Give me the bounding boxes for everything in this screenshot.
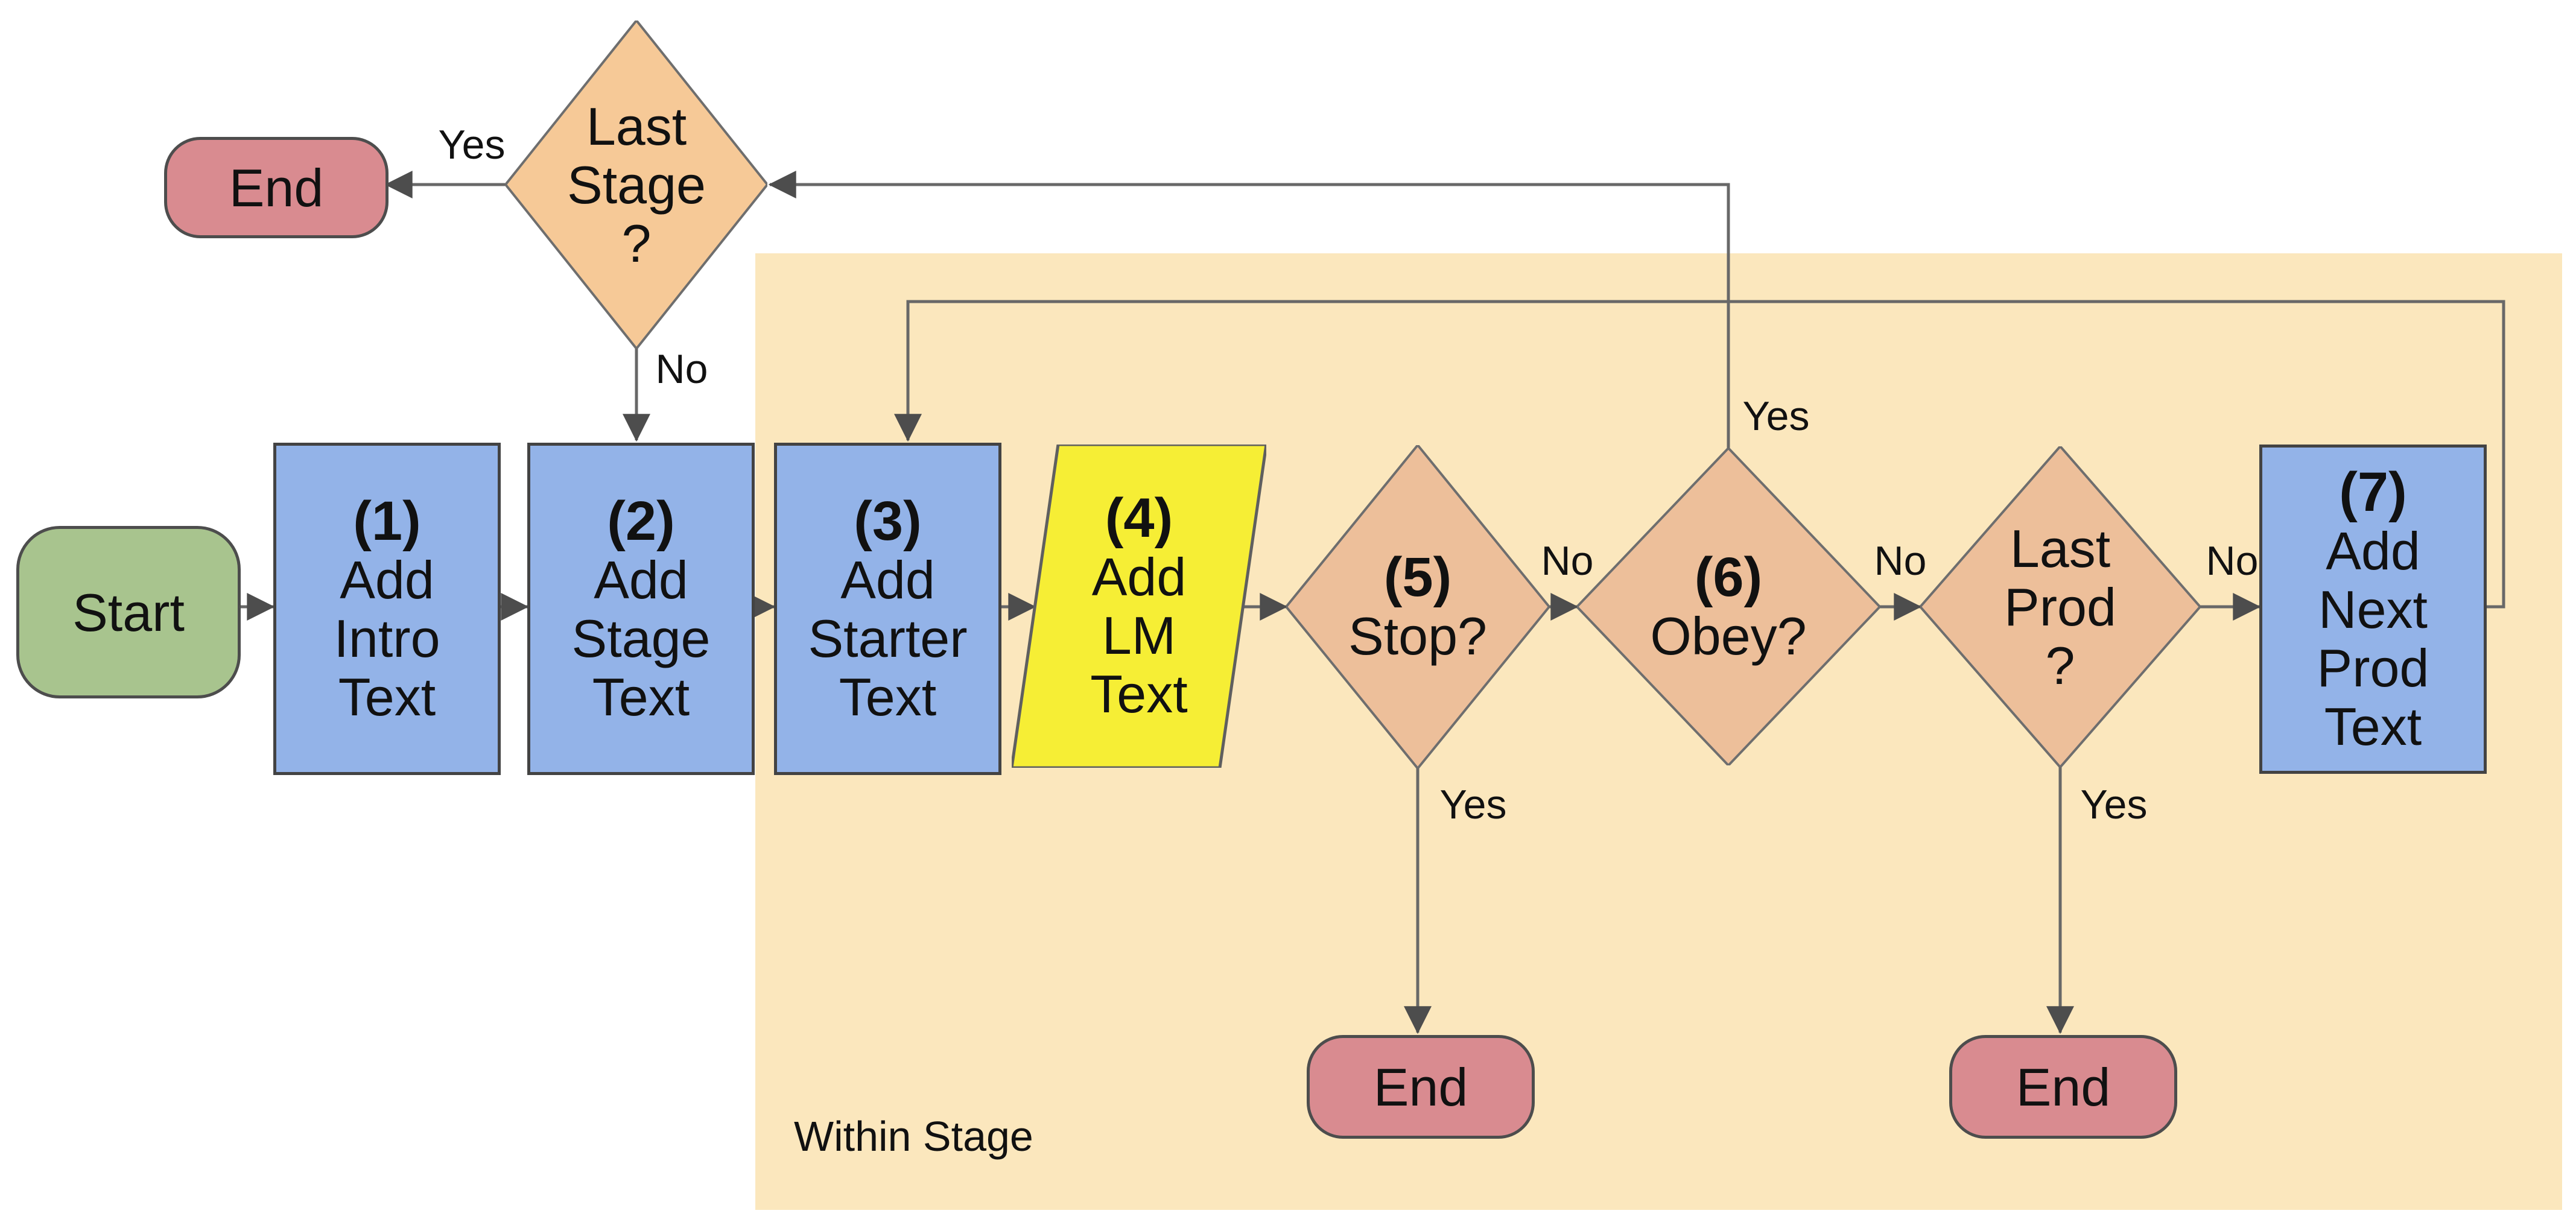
edge-label-stop-yes: Yes [1439, 782, 1507, 828]
edge-label-laststage-no: No [655, 346, 708, 392]
end-label: End [229, 157, 324, 218]
node-text-line: Add [840, 549, 935, 610]
decision-last-stage: Last Stage ? [506, 21, 767, 349]
node-text-line: Add [594, 549, 688, 610]
node-text-line: Obey? [1650, 606, 1807, 666]
edge-label-obey-no: No [1874, 538, 1927, 584]
start-label: Start [72, 582, 185, 642]
node-text-line: ? [621, 213, 652, 273]
node-text-line: Prod [2004, 577, 2116, 637]
node-text-line: Stage [567, 154, 706, 215]
decision-obey: (6) Obey? [1577, 448, 1880, 765]
end-label: End [1373, 1057, 1468, 1117]
decision-stop: (5) Stop? [1286, 445, 1549, 768]
edge-label-lastprod-no: No [2206, 538, 2259, 584]
node-text-line: Text [592, 666, 690, 727]
parallelogram-shape [1012, 445, 1266, 768]
node-text-line: Last [2010, 518, 2111, 578]
process-step-2: (2) Add Stage Text [527, 443, 755, 775]
node-text-line: Add [2326, 521, 2420, 581]
node-text-line: Stop? [1348, 606, 1487, 666]
node-text-line: Last [586, 96, 687, 156]
within-stage-label: Within Stage [794, 1113, 1033, 1160]
node-text-line: Add [1091, 547, 1187, 607]
node-text-line: LM [1102, 606, 1176, 665]
process-step-7: (7) Add Next Prod Text [2259, 445, 2487, 774]
process-step-3: (3) Add Starter Text [774, 443, 1001, 775]
edge-label-lastprod-yes: Yes [2080, 782, 2148, 828]
node-text-line: Text [338, 666, 436, 727]
node-text-line: Prod [2317, 638, 2429, 698]
node-text-line: Text [1090, 664, 1188, 724]
edge-7-loop-to-3 [894, 300, 2505, 609]
diamond-shape [1577, 448, 1880, 765]
end-node-lastprod: End [1949, 1035, 2177, 1139]
decision-last-prod: Last Prod ? [1920, 446, 2200, 767]
diamond-shape [506, 21, 767, 349]
node-text-line: Starter [808, 608, 968, 668]
node-text-line: Text [2324, 696, 2422, 756]
node-text-line: Next [2318, 579, 2428, 639]
io-step-4: (4) Add LM Text [1012, 445, 1266, 768]
end-node-stop: End [1307, 1035, 1535, 1139]
edge-label-laststage-yes: Yes [438, 122, 506, 168]
step-number: (6) [1694, 546, 1763, 608]
node-text-line: ? [2045, 635, 2075, 695]
step-number: (3) [854, 490, 922, 552]
start-node: Start [16, 526, 241, 698]
diamond-shape [1920, 446, 2200, 767]
node-text-line: Stage [571, 608, 711, 668]
node-text-line: Intro [334, 608, 440, 668]
node-text-line: Add [340, 549, 434, 610]
step-number: (2) [607, 490, 675, 552]
diamond-shape [1286, 445, 1549, 768]
end-node-top: End [164, 137, 389, 238]
edge-label-obey-yes: Yes [1742, 393, 1810, 439]
edge-label-stop-no: No [1541, 538, 1594, 584]
edge-obey-yes-to-laststage [768, 171, 1730, 448]
step-number: (1) [353, 490, 421, 552]
process-step-1: (1) Add Intro Text [273, 443, 501, 775]
step-number: (5) [1383, 546, 1452, 608]
step-number: (7) [2339, 461, 2407, 523]
step-number: (4) [1105, 487, 1173, 549]
end-label: End [2016, 1057, 2111, 1117]
node-text-line: Text [839, 666, 937, 727]
